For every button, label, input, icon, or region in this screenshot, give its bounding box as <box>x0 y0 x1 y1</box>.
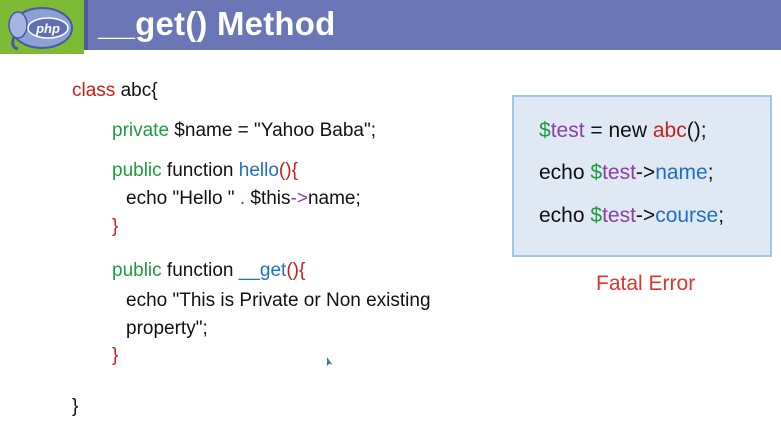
dollar-sign: $ <box>590 204 603 227</box>
class-name-abc: abc <box>652 119 687 142</box>
code-line-hello-func: public function hello(){ <box>112 160 298 182</box>
test-variable: test <box>550 119 585 142</box>
hello-paren: (){ <box>278 160 298 181</box>
keyword-function: function <box>161 260 239 281</box>
page-title: __get() Method <box>98 5 336 42</box>
code-line-class-close: } <box>72 396 79 417</box>
name-assignment: $name = "Yahoo Baba"; <box>169 120 377 141</box>
echo-keyword: echo <box>539 204 591 227</box>
logo-text: php <box>35 21 60 36</box>
code-line-echo-private-2: property"; <box>126 318 208 339</box>
code-line-get-func: public function __get(){ <box>112 260 305 282</box>
code-line-echo-hello: echo "Hello " . $this->name; <box>126 188 361 210</box>
echo-keyword: echo <box>539 161 591 184</box>
name-property: name <box>655 161 708 184</box>
code-line-class: class abc{ <box>72 80 158 102</box>
keyword-class: class <box>72 80 116 101</box>
php-elephant-icon: php <box>8 7 73 51</box>
dollar-sign: $ <box>539 119 551 142</box>
arrow-operator: -> <box>290 188 308 209</box>
call-parens: (); <box>686 119 707 142</box>
semicolon: ; <box>718 204 725 227</box>
code-line-private: private $name = "Yahoo Baba"; <box>112 120 376 142</box>
function-name-get: __get <box>238 260 287 281</box>
keyword-public: public <box>112 260 162 281</box>
php-logo: php <box>0 0 84 54</box>
keyword-function: function <box>161 160 239 181</box>
keyword-public: public <box>112 160 162 181</box>
get-paren: (){ <box>286 260 306 281</box>
dollar-sign: $ <box>590 161 603 184</box>
usage-example-box: $test = new abc(); echo $test->name; ech… <box>512 95 772 257</box>
this-variable: $this <box>245 188 291 209</box>
arrow-operator: -> <box>635 161 656 184</box>
keyword-private: private <box>112 120 170 141</box>
code-line-close-get: } <box>112 345 119 366</box>
semicolon: ; <box>707 161 714 184</box>
code-line-echo-private-1: echo "This is Private or Non existing <box>126 290 431 311</box>
box-line-echo-course: echo $test->course; <box>539 204 724 228</box>
course-property: course <box>655 204 719 227</box>
function-name-hello: hello <box>238 160 279 181</box>
arrow-operator: -> <box>635 204 656 227</box>
fatal-error-label: Fatal Error <box>596 272 696 295</box>
mouse-cursor-icon <box>327 357 333 366</box>
box-line-new: $test = new abc(); <box>539 119 707 143</box>
concat-dot: . <box>239 188 246 209</box>
test-variable: test <box>602 161 636 184</box>
test-variable: test <box>602 204 636 227</box>
header-divider <box>84 0 88 50</box>
slide-header <box>0 0 781 50</box>
class-declaration: abc{ <box>115 80 158 101</box>
box-line-echo-name: echo $test->name; <box>539 161 714 185</box>
new-keyword: = new <box>584 119 653 142</box>
echo-hello: echo "Hello " <box>126 188 240 209</box>
code-line-close-hello: } <box>112 216 119 237</box>
name-property: name; <box>307 188 361 209</box>
